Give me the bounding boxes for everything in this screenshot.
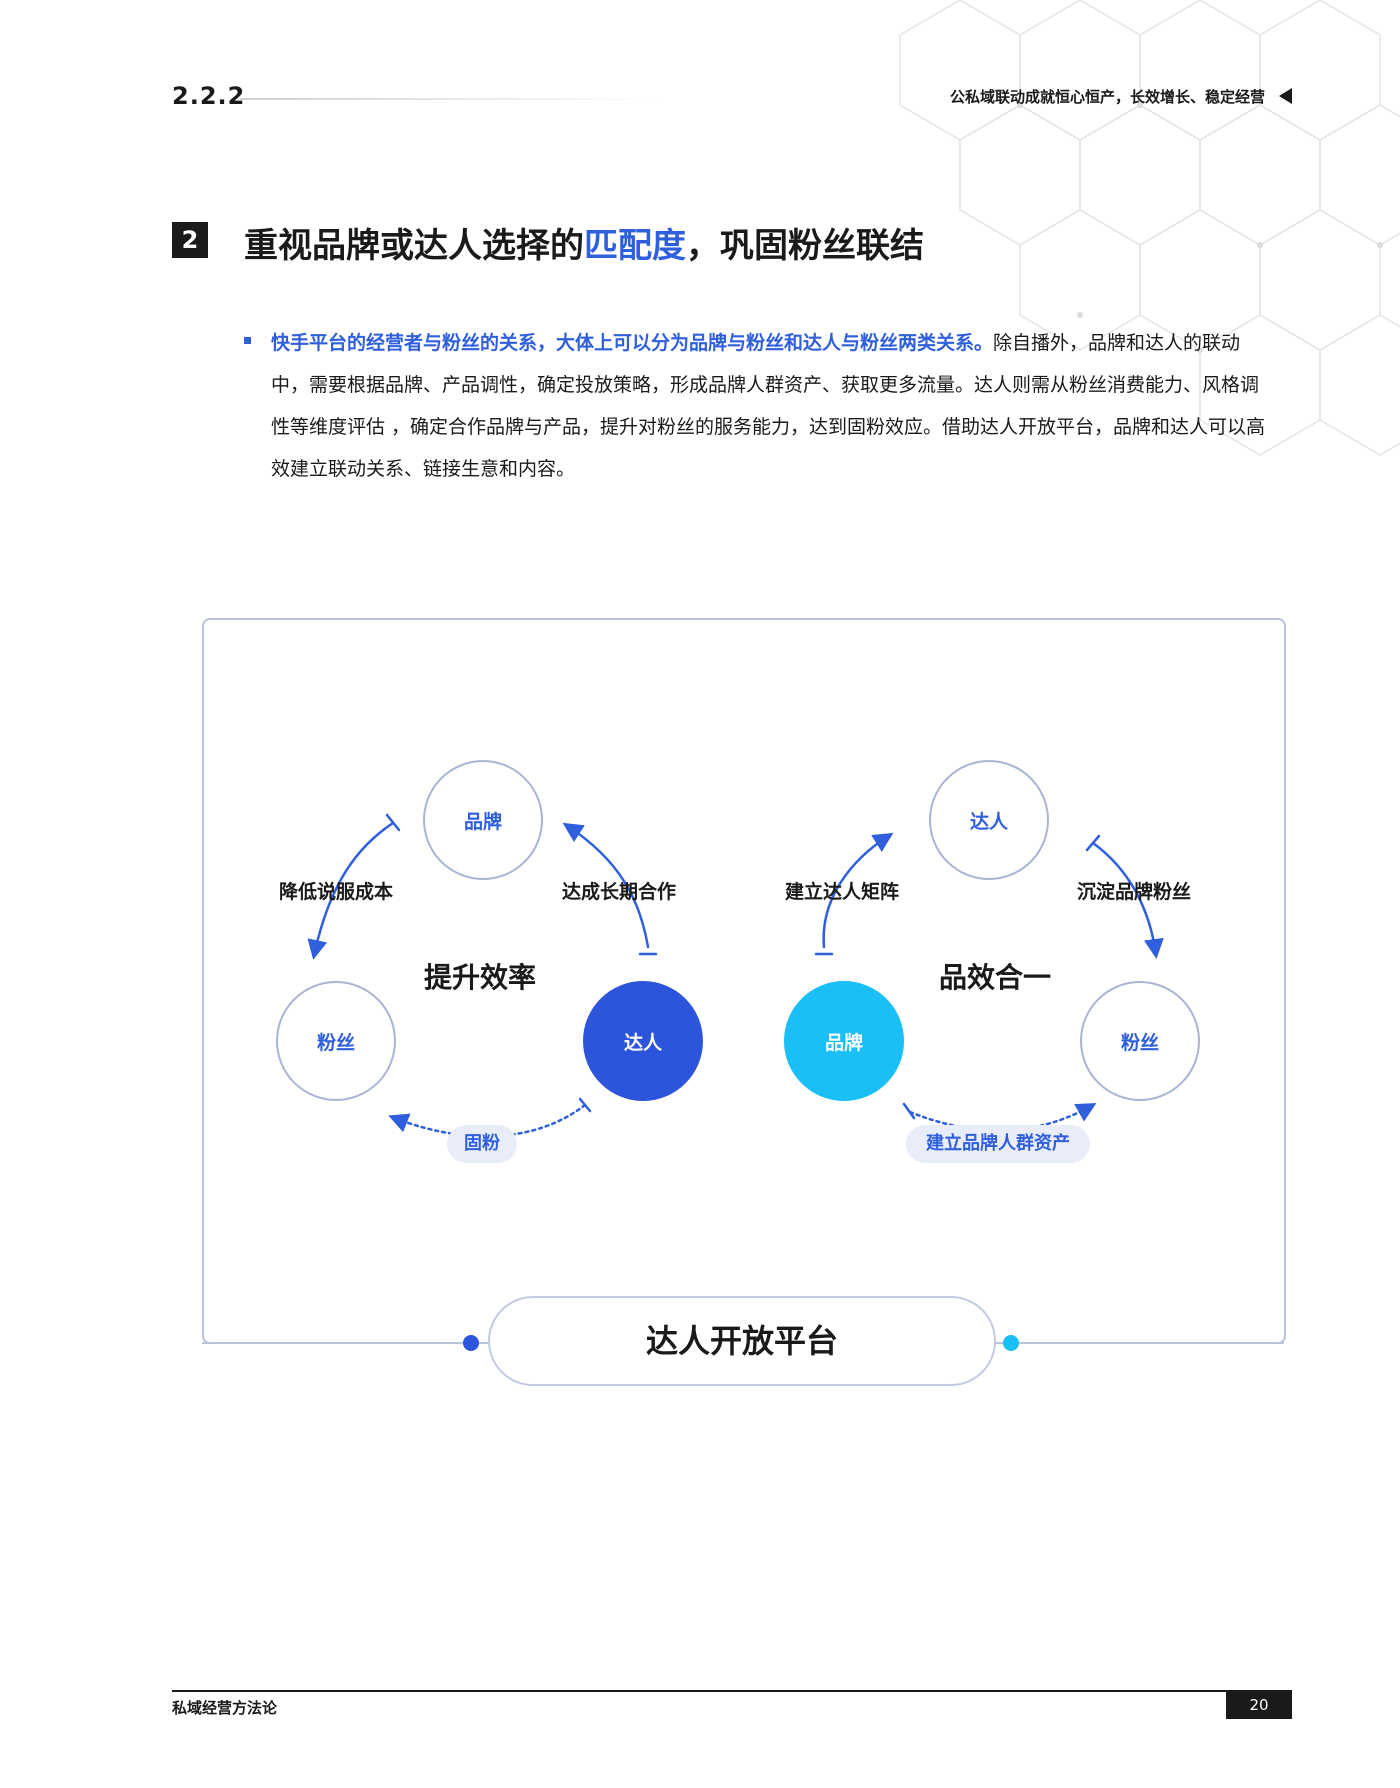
heading-text-after: ，巩固粉丝联结 [686, 226, 924, 266]
footer-divider [172, 1690, 1292, 1692]
diagram-frame [202, 618, 1286, 1344]
page-number: 20 [1226, 1691, 1292, 1719]
triangle-left-icon [1279, 88, 1292, 104]
edge-left-bottom-tick [578, 1097, 592, 1113]
platform-right-dot [1003, 1335, 1019, 1351]
section-number: 2.2.2 [172, 82, 246, 110]
hexagon-pattern-background [899, 0, 1400, 456]
left-edge-label-top-right: 达成长期合作 [562, 881, 677, 903]
edge-left-top-right [562, 822, 650, 949]
right-edge-label-top-left: 建立达人矩阵 [785, 881, 900, 903]
body-highlight: 快手平台的经营者与粉丝的关系，大体上可以分为品牌与粉丝和达人与粉丝两类关系。 [271, 332, 994, 354]
footer-book-title: 私域经营方法论 [172, 1699, 278, 1717]
edge-right-top-right-tick [1085, 834, 1101, 852]
edge-left-top-left-tick [385, 813, 401, 832]
edge-left-top-left [307, 821, 395, 960]
right-node-kol: 达人 [929, 760, 1049, 880]
right-edge-label-top-right: 沉淀品牌粉丝 [1077, 881, 1192, 903]
right-node-brand: 品牌 [784, 981, 904, 1101]
left-node-kol: 达人 [583, 981, 703, 1101]
body-paragraph: 快手平台的经营者与粉丝的关系，大体上可以分为品牌与粉丝和达人与粉丝两类关系。除自… [271, 322, 1271, 490]
edge-right-top-left [822, 832, 894, 949]
bullet-square-icon [244, 337, 251, 344]
left-node-brand: 品牌 [423, 760, 543, 880]
heading-text-before: 重视品牌或达人选择的 [244, 226, 584, 266]
left-node-fans: 粉丝 [276, 981, 396, 1101]
edge-right-bottom-tick [902, 1102, 916, 1120]
section-index-badge: 2 [172, 222, 208, 258]
edge-right-top-right [1091, 841, 1164, 959]
platform-left-dot [463, 1335, 479, 1351]
heading-highlight: 匹配度 [584, 226, 686, 266]
body-text: 除自播外，品牌和达人的联动中，需要根据品牌、产品调性，确定投放策略，形成品牌人群… [271, 332, 1266, 480]
section-heading: 重视品牌或达人选择的匹配度，巩固粉丝联结 [244, 218, 924, 267]
left-edge-label-bottom: 固粉 [447, 1125, 517, 1163]
right-node-fans: 粉丝 [1080, 981, 1200, 1101]
right-cycle-title: 品效合一 [939, 961, 1052, 994]
header-divider [240, 98, 660, 100]
chapter-title: 公私域联动成就恒心恒产，长效增长、稳定经营 [949, 88, 1265, 106]
right-edge-label-bottom: 建立品牌人群资产 [906, 1125, 1090, 1163]
platform-label: 达人开放平台 [488, 1296, 996, 1386]
left-edge-label-top-left: 降低说服成本 [279, 881, 394, 903]
left-cycle-title: 提升效率 [424, 961, 537, 994]
